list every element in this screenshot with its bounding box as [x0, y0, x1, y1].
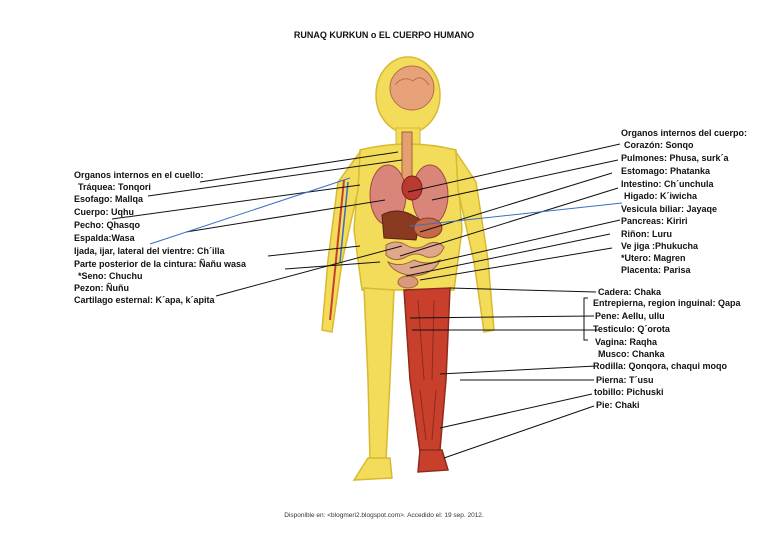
label-pierna: Pierna: T´usu: [596, 375, 654, 385]
label-organos-cuello: Organos internos en el cuello:: [74, 170, 204, 180]
blue-leader-left: [149, 177, 351, 245]
leader-lines-right: [399, 143, 621, 459]
label-pancreas: Pancreas: Kiriri: [621, 216, 688, 226]
page-title: RUNAQ KURKUN o EL CUERPO HUMANO: [293, 30, 475, 40]
label-intestino: Intestino: Ch´unchula: [621, 179, 714, 189]
label-espalda: Espalda:Wasa: [74, 233, 135, 243]
label-vagina: Vagina: Raqha: [595, 337, 658, 347]
blue-leader-right: [409, 202, 623, 227]
label-pie: Pie: Chaki: [596, 400, 640, 410]
label-traquea: Tráquea: Tonqori: [78, 182, 151, 192]
label-musco: Musco: Chanka: [598, 349, 665, 359]
label-corazon: Corazón: Sonqo: [624, 140, 694, 150]
label-vesicula: Vesicula biliar: Jayaqe: [621, 204, 718, 214]
label-rodilla: Rodilla: Qonqora, chaqui moqo: [593, 361, 727, 371]
label-organos-cuerpo: Organos internos del cuerpo:: [621, 128, 748, 138]
label-entrepierna: Entrepierna, region inguinal: Qapa: [593, 298, 741, 308]
label-cartilago: Cartilago esternal: K´apa, k´apita: [74, 295, 215, 305]
bracket-inguinal: [583, 297, 588, 341]
label-pezon: Pezon: Ñuñu: [74, 283, 129, 293]
label-cadera: Cadera: Chaka: [598, 287, 662, 297]
label-pene: Pene: Aellu, ullu: [595, 311, 665, 321]
label-utero: *Utero: Magren: [621, 253, 686, 263]
label-cintura: Parte posterior de la cintura: Ñañu wasa: [74, 259, 247, 269]
leader-lines-left: [111, 151, 403, 297]
label-tobillo: tobillo: Pichuski: [594, 387, 664, 397]
label-rinon: Riñon: Luru: [621, 229, 672, 239]
label-esofago: Esofago: Mallqa: [74, 194, 144, 204]
label-pulmones: Pulmones: Phusa, surk´a: [621, 153, 729, 163]
label-testiculo: Testiculo: Q´orota: [593, 324, 670, 334]
label-cuerpo: Cuerpo: Uqhu: [74, 207, 134, 217]
label-placenta: Placenta: Parisa: [621, 265, 691, 275]
label-higado: Higado: K´iwicha: [624, 191, 698, 201]
label-estomago: Estomago: Phatanka: [621, 166, 711, 176]
label-vejiga: Ve jiga :Phukucha: [621, 241, 699, 251]
label-pecho: Pecho: Qhasqo: [74, 220, 141, 230]
source-credit: Disponible en: <blogmeri2.blogspot.com>.…: [284, 512, 484, 519]
label-ijada: Ijada, ijar, lateral del vientre: Ch´ill…: [74, 246, 225, 256]
label-seno: *Seno: Chuchu: [78, 271, 143, 281]
